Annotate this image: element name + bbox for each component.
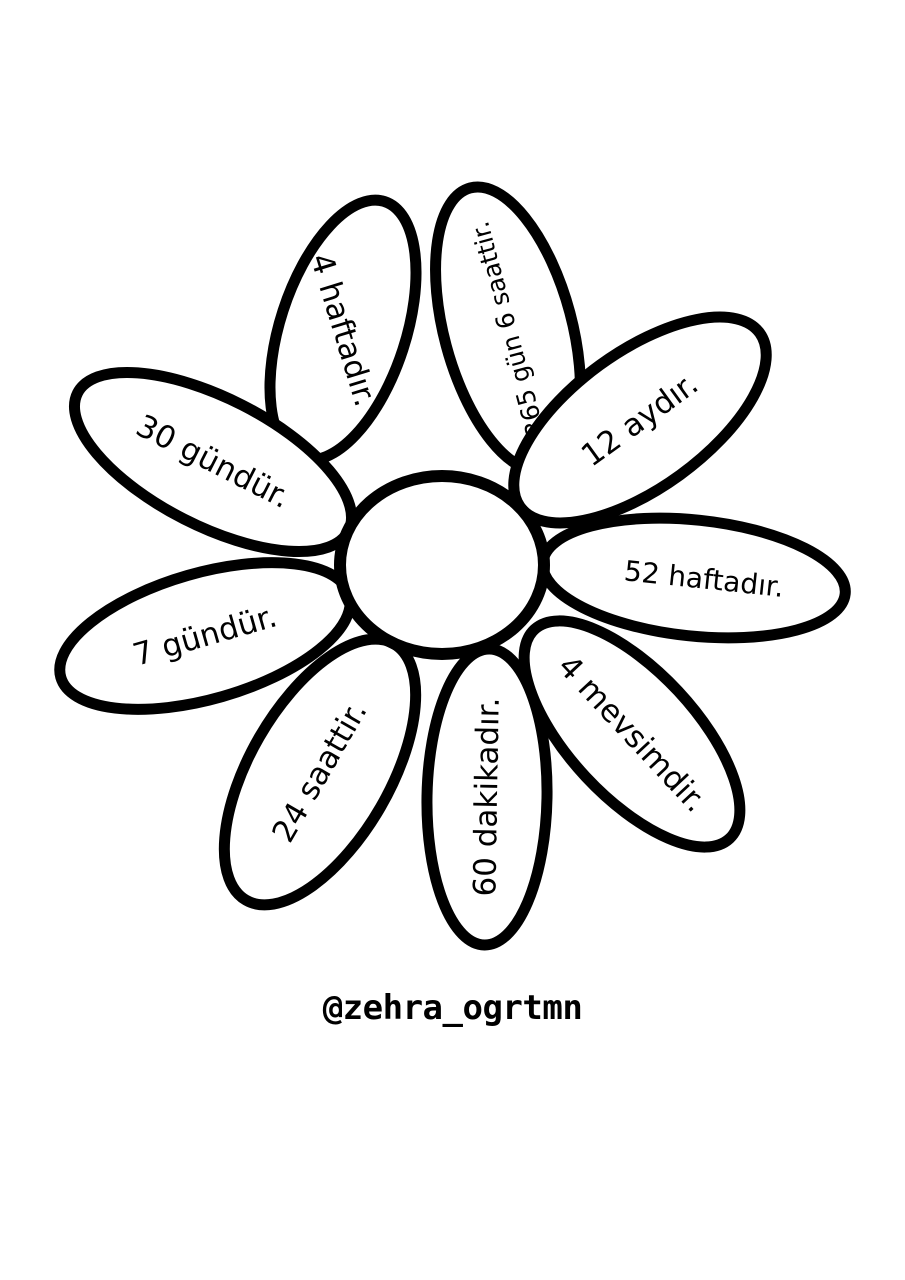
flower-center: [334, 470, 550, 660]
petal-minutes-in-hour: 60 dakikadır.: [421, 643, 553, 951]
petal-days-in-month: 30 gündür.: [68, 366, 358, 558]
petal-days-in-year: 365 gün 6 saattir.: [430, 181, 586, 477]
petal-weeks-in-month: 4 haftadır.: [264, 194, 422, 466]
petal-label-minutes-in-hour: 60 dakikadır.: [467, 697, 506, 897]
petal-weeks-in-year: 52 haftadır.: [537, 512, 851, 644]
author-handle: @zehra_ogrtmn: [322, 988, 583, 1028]
